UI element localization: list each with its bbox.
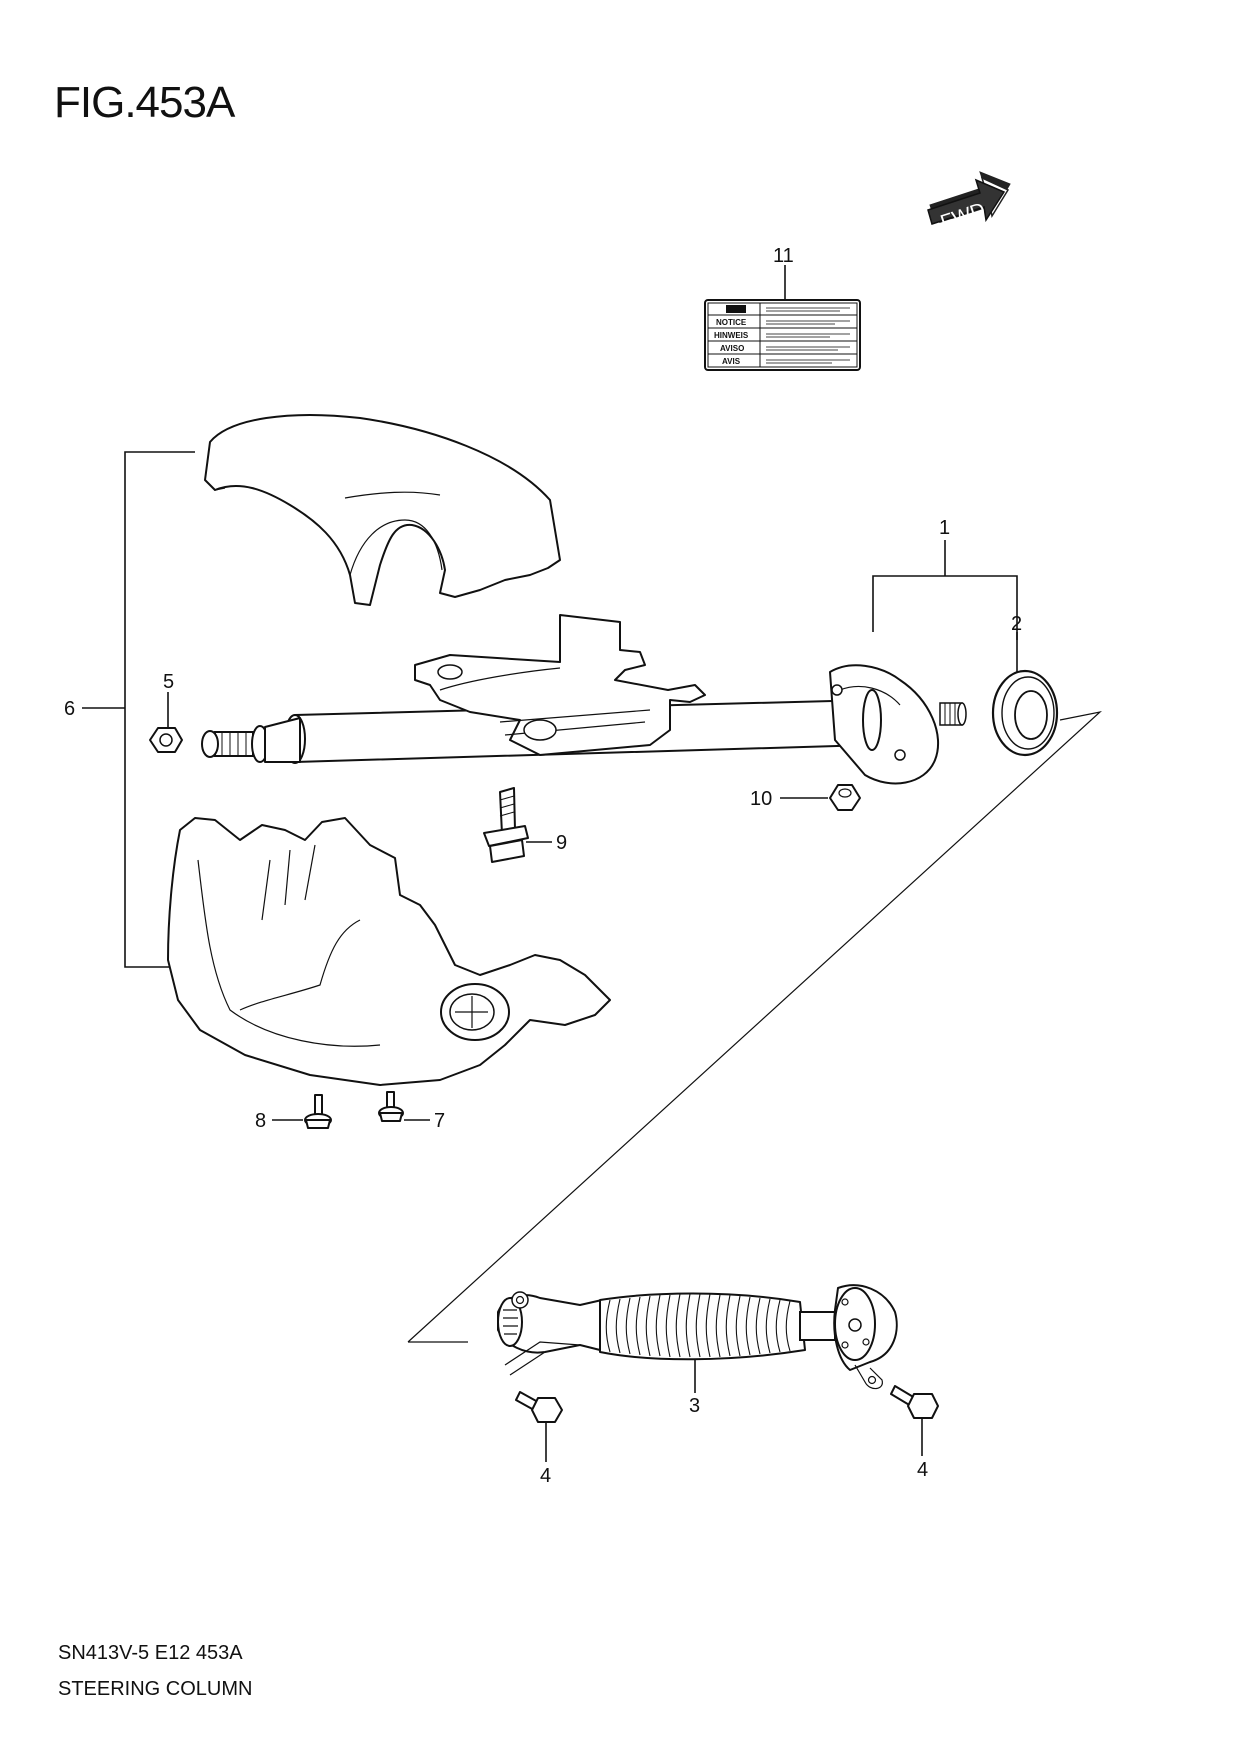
bracket-1-2 <box>872 540 1018 672</box>
nut-part-10 <box>780 784 861 811</box>
callout-2: 2 <box>1011 613 1022 635</box>
callout-3: 3 <box>689 1395 700 1417</box>
label-row-aviso: AVISO <box>720 344 744 353</box>
callout-7: 7 <box>434 1110 445 1132</box>
label-row-avis: AVIS <box>722 357 741 366</box>
callout-9: 9 <box>556 832 567 854</box>
section-boundary <box>407 710 1103 1343</box>
bolt-part-9 <box>483 787 552 863</box>
screw-part-7 <box>378 1091 430 1122</box>
label-row-notice: NOTICE <box>716 318 747 327</box>
callout-10: 10 <box>750 788 772 810</box>
fwd-arrow-icon: FWD <box>927 171 1011 234</box>
screw-part-8 <box>272 1094 332 1129</box>
callout-11: 11 <box>773 245 794 267</box>
bolt-part-4-left <box>515 1391 563 1462</box>
footer-code: SN413V-5 E12 453A <box>58 1642 243 1664</box>
intermediate-shaft <box>497 1284 898 1393</box>
callout-5: 5 <box>163 671 174 693</box>
bolt-part-4-right <box>890 1385 939 1456</box>
steering-column-shaft <box>201 614 967 785</box>
callout-8: 8 <box>255 1110 266 1132</box>
callout-6: 6 <box>64 698 75 720</box>
callout-4-left: 4 <box>540 1465 551 1487</box>
figure-title: FIG.453A <box>54 78 235 127</box>
seal-ring <box>991 669 1059 757</box>
callout-4-right: 4 <box>917 1459 928 1481</box>
warning-label-part: NOTICE HINWEIS AVISO AVIS <box>704 265 861 371</box>
callout-1: 1 <box>939 517 950 539</box>
nut-part-5 <box>149 692 183 753</box>
bracket-6 <box>82 451 195 968</box>
label-row-hinweis: HINWEIS <box>714 331 749 340</box>
upper-column-cover <box>204 414 561 606</box>
lower-column-cover <box>167 817 611 1086</box>
footer-name: STEERING COLUMN <box>58 1678 253 1700</box>
